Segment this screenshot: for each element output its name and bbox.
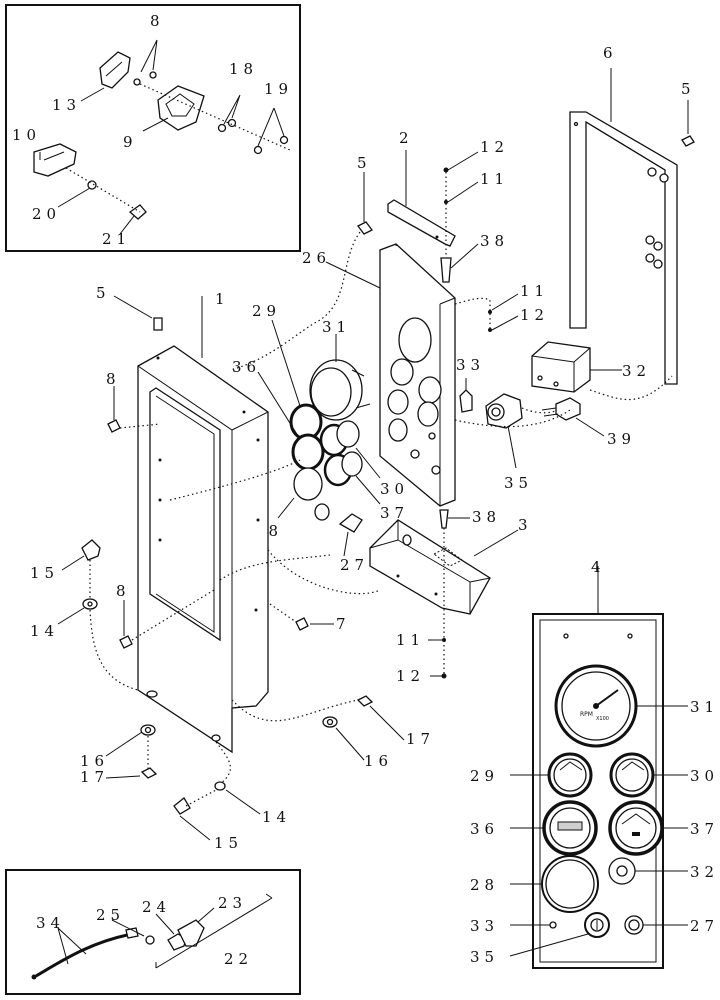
label-27-exploded: 27 xyxy=(340,556,369,574)
label-35-exploded: 35 xyxy=(504,474,533,492)
label-24: 24 xyxy=(142,898,171,916)
part-39-plug: 39 xyxy=(541,397,636,448)
label-2: 2 xyxy=(399,129,414,147)
label-10: 10 xyxy=(12,126,41,144)
part-3-lower-bracket: 3 xyxy=(369,516,533,615)
label-16-left: 16 xyxy=(80,752,109,770)
label-22: 22 xyxy=(224,950,253,968)
label-8-lower: 8 xyxy=(116,582,131,600)
label-37-exploded: 37 xyxy=(380,504,409,522)
tach-unit-label: RPM xyxy=(580,711,593,718)
inset-frame xyxy=(5,4,301,252)
part-13-cover xyxy=(99,51,131,89)
wiring-harness xyxy=(169,459,381,595)
part-35-key-switch: 35 xyxy=(485,393,533,492)
label-18: 18 xyxy=(229,60,258,78)
label-29-exploded: 29 xyxy=(252,302,281,320)
inset-top-left: 8 13 9 18 19 10 20 21 xyxy=(5,4,301,252)
label-26: 26 xyxy=(302,249,331,267)
exploded-gauges: 31 29 36 30 37 28 27 xyxy=(232,302,409,574)
label-21: 21 xyxy=(102,230,131,248)
label-33-exploded: 33 xyxy=(456,356,485,374)
label-25: 25 xyxy=(96,906,125,924)
label-32-panel: 32 xyxy=(690,863,719,881)
label-5-right: 5 xyxy=(681,80,696,98)
tach-scale-label: X100 xyxy=(596,716,609,722)
part-1-housing: 1 xyxy=(137,290,269,754)
label-38-bottom: 38 xyxy=(472,508,501,526)
part-5-pin-mid xyxy=(357,221,373,235)
label-1: 1 xyxy=(215,290,230,308)
label-14-left: 14 xyxy=(30,622,59,640)
part-32-relay: 32 xyxy=(531,341,651,393)
hardware-stack-right: 11 12 xyxy=(454,282,549,332)
label-35-panel: 35 xyxy=(470,948,499,966)
label-3: 3 xyxy=(518,516,533,534)
part-26-gauge-plate: 26 xyxy=(302,243,456,507)
wiring-harness-right xyxy=(454,375,673,428)
hardware-stack-top: 12 11 38 xyxy=(440,138,509,283)
assembled-panel-4: 4 RPM X100 31 29 30 36 xyxy=(470,558,719,969)
label-32-relay: 32 xyxy=(622,362,651,380)
hardware-bottom: 16 17 16 17 14 15 xyxy=(80,695,435,852)
label-19: 19 xyxy=(264,80,293,98)
label-13: 13 xyxy=(52,96,81,114)
part-6-rear-bracket: 6 5 xyxy=(569,44,696,385)
label-17-left: 17 xyxy=(80,768,109,786)
part-33-switch: 33 xyxy=(456,356,485,413)
screw-8-lower xyxy=(119,635,133,649)
label-12-bottom: 12 xyxy=(396,667,425,685)
label-30-exploded: 30 xyxy=(380,480,409,498)
label-7: 7 xyxy=(336,615,351,633)
label-38-top: 38 xyxy=(480,232,509,250)
label-33-panel: 33 xyxy=(470,917,499,935)
inset-frame-bottom xyxy=(5,869,301,995)
label-4: 4 xyxy=(591,558,606,576)
hardware-stack-bottom: 38 11 12 xyxy=(396,508,501,685)
label-16-right: 16 xyxy=(364,752,393,770)
label-8: 8 xyxy=(150,12,165,30)
label-12-right: 12 xyxy=(520,306,549,324)
label-20: 20 xyxy=(32,205,61,223)
label-37-panel: 37 xyxy=(690,820,719,838)
label-11-right: 11 xyxy=(520,282,549,300)
label-6: 6 xyxy=(603,44,618,62)
part-2-bracket: 2 xyxy=(387,129,456,247)
part-10-bracket xyxy=(33,143,77,177)
part-9-switch xyxy=(157,85,205,131)
part-5-pin-left xyxy=(153,317,163,331)
screw-7 xyxy=(295,617,309,631)
label-17-right: 17 xyxy=(406,730,435,748)
label-36-panel: 36 xyxy=(470,820,499,838)
hardware-left: 15 14 xyxy=(30,539,139,691)
label-30-panel: 30 xyxy=(690,767,719,785)
label-11-bottom: 11 xyxy=(396,631,425,649)
label-28-panel: 28 xyxy=(470,876,499,894)
label-31-exploded: 31 xyxy=(322,318,351,336)
label-11-top: 11 xyxy=(480,170,509,188)
inset-bottom-left: 34 25 24 23 22 xyxy=(5,869,301,995)
label-5-mid: 5 xyxy=(357,154,372,172)
label-31-panel: 31 xyxy=(690,698,719,716)
label-23: 23 xyxy=(218,894,247,912)
label-36-exploded: 36 xyxy=(232,358,261,376)
label-27-panel: 27 xyxy=(690,917,719,935)
label-14-bottom: 14 xyxy=(262,808,291,826)
screw-8-upper xyxy=(107,419,121,433)
label-12-top: 12 xyxy=(480,138,509,156)
label-39: 39 xyxy=(607,430,636,448)
label-15-left: 15 xyxy=(30,564,59,582)
label-8-upper: 8 xyxy=(106,370,121,388)
label-9: 9 xyxy=(123,133,138,151)
label-29-panel: 29 xyxy=(470,767,499,785)
label-5-left: 5 xyxy=(96,284,111,302)
label-34: 34 xyxy=(36,914,65,932)
label-15-bottom: 15 xyxy=(214,834,243,852)
